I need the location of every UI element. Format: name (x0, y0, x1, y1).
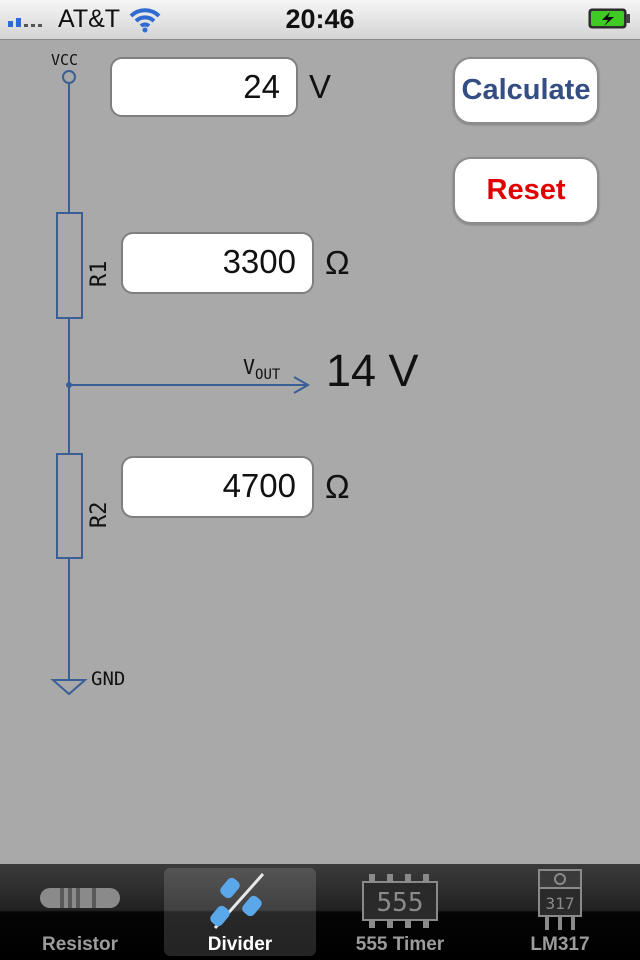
tab-555-timer[interactable]: 555 555 Timer (320, 864, 480, 960)
vout-label: VOUT (243, 355, 281, 383)
555-chip-icon: 555 (362, 874, 438, 928)
tab-divider[interactable]: Divider (164, 868, 316, 956)
tab-lm317-label: LM317 (530, 934, 590, 955)
vcc-terminal (62, 70, 76, 84)
r1-label: R1 (87, 261, 112, 288)
r2-input[interactable]: 4700 (121, 456, 314, 518)
tab-resistor[interactable]: Resistor (0, 864, 160, 960)
junction-node (66, 382, 72, 388)
vout-arrow-icon (293, 376, 311, 394)
r2-unit: Ω (325, 468, 350, 505)
battery-charging-icon (588, 8, 630, 29)
divider-icon (210, 873, 265, 929)
r2-resistor (56, 453, 83, 559)
resistor-icon (40, 888, 120, 908)
r2-label: R2 (87, 502, 112, 529)
status-bar: AT&T 20:46 (0, 0, 640, 40)
chip-555-text: 555 (377, 888, 424, 918)
calculate-button[interactable]: Calculate (453, 57, 599, 124)
vcc-label: VCC (51, 51, 78, 69)
voltage-divider-schematic: VCC R1 R2 VOUT GND (50, 51, 311, 696)
ground-icon (50, 679, 88, 696)
signal-strength-icon (8, 18, 42, 27)
tab-lm317[interactable]: 317 LM317 (480, 864, 640, 960)
reset-button[interactable]: Reset (453, 157, 599, 224)
lm317-icon: 317 (538, 869, 582, 930)
r1-resistor (56, 212, 83, 319)
tab-555-timer-label: 555 Timer (355, 934, 445, 955)
wifi-icon (129, 8, 161, 33)
voltage-input[interactable]: 24 (110, 57, 298, 117)
carrier-name: AT&T (58, 5, 121, 33)
tab-resistor-label: Resistor (41, 934, 119, 955)
r1-input[interactable]: 3300 (121, 232, 314, 294)
voltage-unit: V (309, 68, 332, 105)
chip-317-text: 317 (546, 894, 575, 913)
vout-result: 14 V (326, 345, 419, 396)
tab-divider-label: Divider (207, 934, 273, 955)
status-time: 20:46 (285, 4, 355, 34)
tab-bar: Resistor Divider 555 555 Timer 317 (0, 864, 640, 960)
gnd-label: GND (91, 668, 125, 690)
r1-unit: Ω (325, 244, 350, 281)
